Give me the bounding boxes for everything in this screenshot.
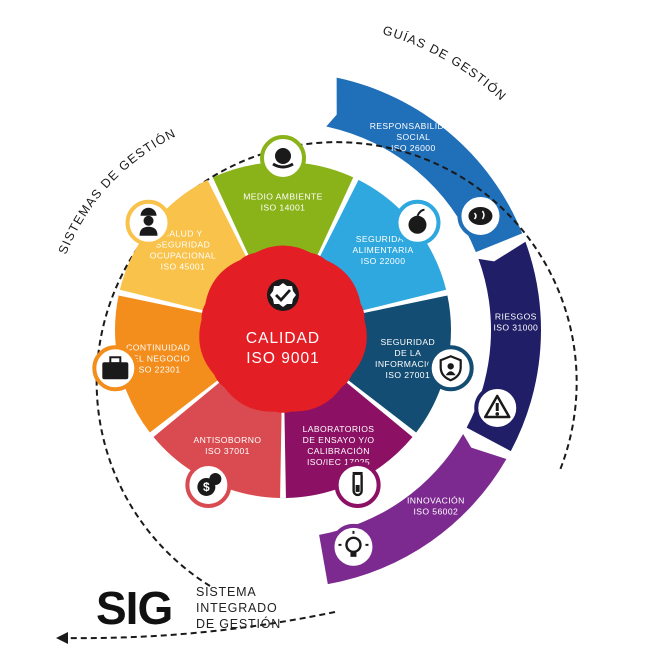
guias-arc-label: GUÍAS DE GESTIÓN (381, 23, 509, 103)
brand-line-1: SISTEMA (196, 585, 256, 599)
badge-shape (270, 283, 296, 307)
test-tube-icon (334, 461, 381, 508)
warning-icon (474, 384, 521, 431)
seguridad-informacion-petal (346, 295, 452, 433)
brand-acronym: SIG (96, 582, 172, 634)
checkmark-shape (275, 289, 292, 303)
continuidad-petal (115, 295, 220, 433)
sig-brand: SIG SISTEMA INTEGRADO DE GESTIÓN (96, 582, 281, 634)
money-chat-icon: $ (185, 461, 232, 508)
core-line-2: ISO 9001 (246, 350, 320, 367)
brain-icon (457, 193, 504, 239)
antisoborno-petal (153, 380, 282, 498)
shield-user-icon (427, 345, 474, 392)
arrow-head-icon (56, 632, 68, 644)
core-badge-shape (199, 245, 367, 413)
apple-icon (394, 199, 441, 246)
core-line-1: CALIDAD (246, 330, 320, 347)
laboratorios-petal (284, 380, 413, 498)
worker-icon (125, 199, 172, 246)
medio-ambiente-petal (212, 163, 354, 258)
core-calidad: CALIDAD ISO 9001 (199, 245, 367, 413)
svg-text:$: $ (203, 480, 210, 494)
salud-seguridad-petal (119, 179, 248, 311)
brand-line-2: INTEGRADO (196, 601, 278, 615)
seguridad-alimentaria-petal (318, 179, 447, 311)
briefcase-icon (92, 345, 139, 392)
lightbulb-icon (330, 523, 377, 570)
brand-line-3: DE GESTIÓN (196, 616, 281, 631)
earth-hand-icon (260, 135, 306, 181)
